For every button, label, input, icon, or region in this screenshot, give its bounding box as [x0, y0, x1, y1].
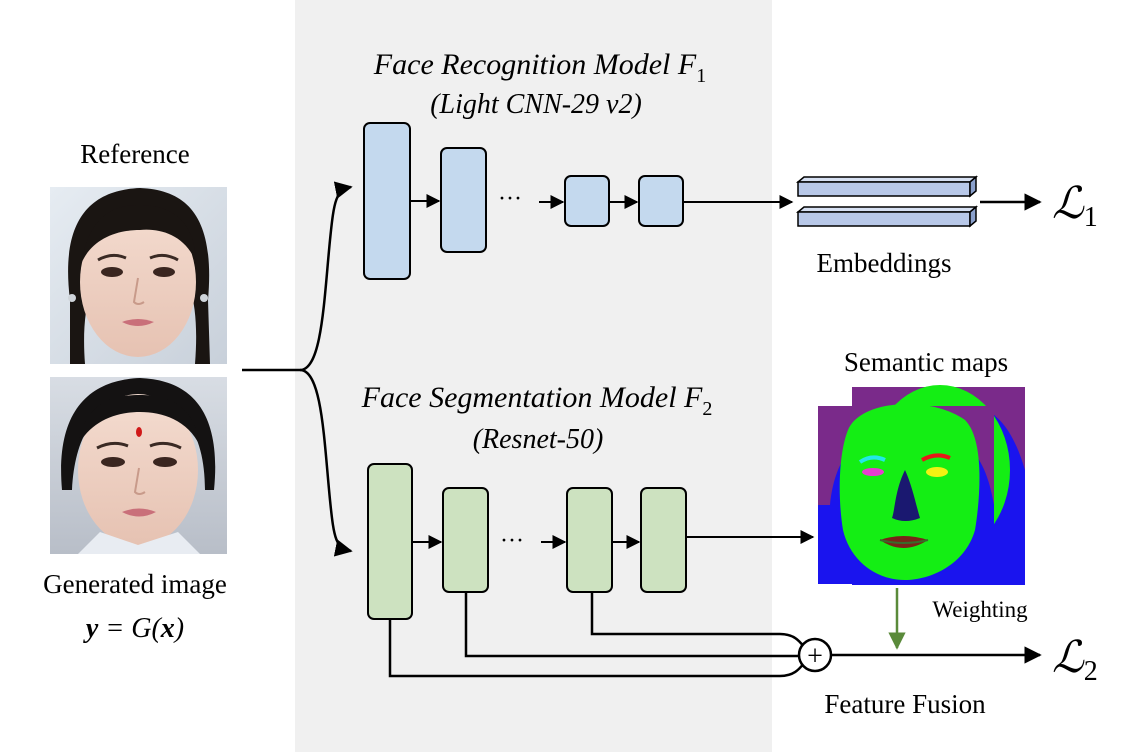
segmentation-network — [367, 463, 815, 620]
recognition-network — [363, 122, 794, 280]
reference-label: Reference — [80, 139, 189, 169]
feature-fusion-symbol: + — [807, 641, 823, 672]
recognition-block-2 — [440, 147, 487, 253]
feature-fusion-connections — [388, 592, 806, 678]
recognition-block-3 — [564, 175, 610, 227]
embeddings-bars — [795, 175, 979, 228]
loss-2: ℒ2 — [1052, 633, 1098, 687]
feature-fusion-label: Feature Fusion — [824, 689, 986, 719]
segmentation-block-3 — [566, 487, 613, 593]
segmentation-ellipsis: ··· — [500, 528, 524, 554]
recognition-block-4 — [638, 175, 684, 227]
segmentation-block-4 — [640, 487, 687, 593]
semantic-map-front — [818, 403, 994, 584]
recognition-model-subtitle: (Light CNN-29 v2) — [430, 89, 642, 120]
segmentation-model-subtitle: (Resnet-50) — [473, 424, 604, 455]
loss-1: ℒ1 — [1052, 179, 1098, 233]
recognition-model-title: Face Recognition Model F1 — [373, 48, 706, 87]
generated-image-label: Generated image — [43, 569, 227, 599]
segmentation-block-1 — [367, 463, 413, 620]
reference-image — [50, 187, 227, 364]
segmentation-block-2 — [442, 487, 489, 593]
recognition-block-1 — [363, 122, 411, 280]
weighting-label: Weighting — [932, 597, 1028, 622]
recognition-ellipsis: ··· — [498, 186, 522, 212]
segmentation-model-title: Face Segmentation Model F2 — [361, 381, 713, 420]
generated-image — [50, 377, 227, 554]
embeddings-label: Embeddings — [817, 248, 952, 278]
generated-formula: y = G(x) — [83, 613, 184, 644]
semantic-maps-label: Semantic maps — [844, 347, 1008, 377]
input-branch-arrows — [242, 181, 353, 557]
